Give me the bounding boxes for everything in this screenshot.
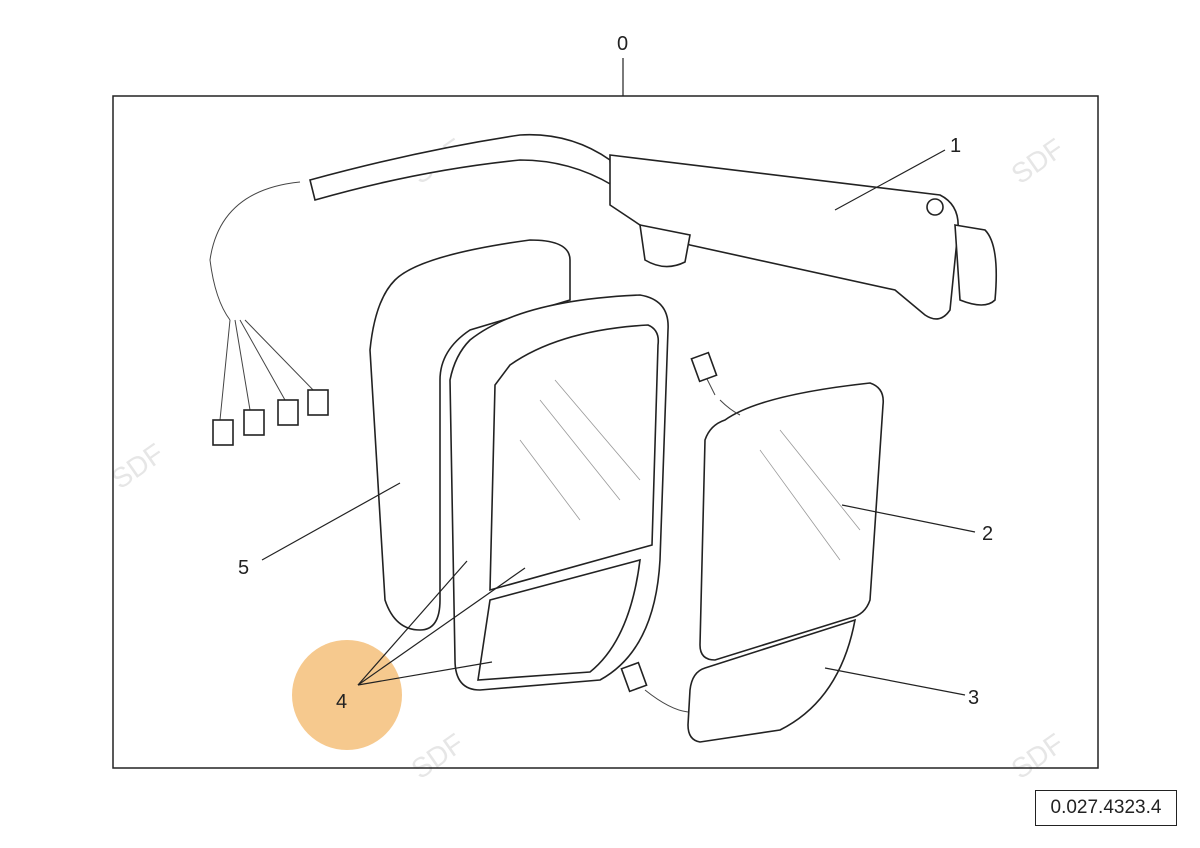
highlight-circle <box>292 640 402 750</box>
wide-angle-mirror <box>620 618 857 743</box>
callout-5: 5 <box>238 557 249 579</box>
mirror-housing <box>369 239 571 631</box>
mirror-cover <box>449 294 669 691</box>
callout-2: 2 <box>982 523 993 545</box>
mirror-arm <box>209 133 998 446</box>
callout-1: 1 <box>950 135 961 157</box>
svg-text:SDF: SDF <box>1006 132 1070 190</box>
callout-4: 4 <box>336 691 347 713</box>
callout-0: 0 <box>617 33 628 55</box>
svg-text:SDF: SDF <box>406 727 470 785</box>
diagram-frame <box>112 95 1099 769</box>
svg-text:SDF: SDF <box>1006 727 1070 785</box>
callout-3: 3 <box>968 687 979 709</box>
svg-text:SDF: SDF <box>106 437 170 495</box>
reference-number-box: 0.027.4323.4 <box>1035 790 1177 826</box>
mirror-glass <box>690 351 885 661</box>
